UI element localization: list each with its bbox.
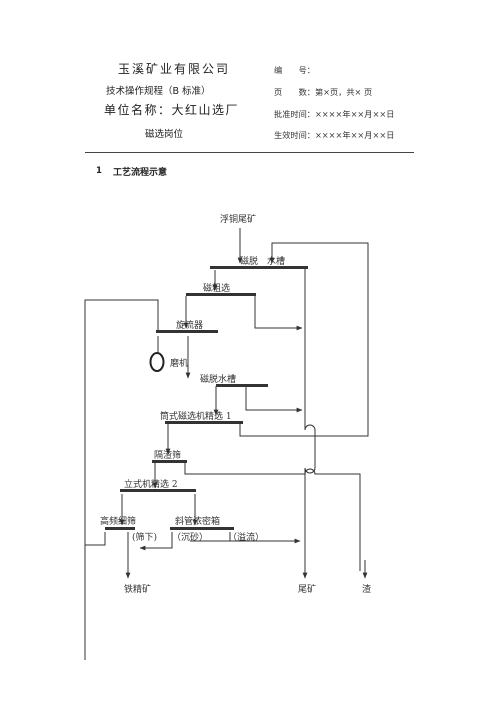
section-title: 工艺流程示意 — [113, 168, 168, 178]
effective-date: 生效时间：××××年××月××日 — [274, 130, 395, 140]
dewater2-label: 磁脱水槽 — [200, 373, 236, 385]
cyclone-bar — [156, 330, 218, 333]
trash-screen-label: 隔渣筛 — [154, 449, 181, 461]
undersize-label: (筛下) — [132, 531, 157, 543]
unit-name: 单位名称：大红山选厂 — [104, 103, 240, 117]
tailings-label: 尾矿 — [298, 583, 316, 595]
post-name: 磁选岗位 — [145, 129, 184, 140]
feed-label: 浮铜尾矿 — [220, 213, 256, 225]
tailings-line — [304, 268, 316, 576]
company-name: 玉溪矿业有限公司 — [118, 62, 231, 76]
overflow-label: （溢流） — [228, 531, 264, 543]
mill-label: 磨机 — [170, 357, 188, 369]
sand-label: （沉砂） — [172, 531, 208, 543]
dewater1-bar — [210, 266, 308, 269]
residue-label: 渣 — [362, 583, 371, 595]
mill-icon — [149, 352, 165, 372]
vertical-label: 立式机精选 2 — [124, 478, 178, 490]
rough-bar — [186, 293, 256, 296]
spec-title: 技术操作规程（B 标准） — [106, 86, 211, 97]
dewater2-bar — [216, 384, 268, 387]
document-number: 编 号： — [274, 65, 315, 75]
page-count: 页 数：第×页，共× 页 — [274, 87, 373, 97]
drum-label: 筒式磁选机精选 1 — [160, 410, 232, 422]
trash-screen-bar — [152, 460, 187, 463]
header-divider — [85, 152, 414, 153]
rough-label: 磁粗选 — [203, 282, 230, 294]
cyclone-label: 旋流器 — [176, 319, 203, 331]
section-number: 1 — [96, 166, 102, 176]
vertical-bar — [120, 489, 196, 492]
thickener-label: 斜管浓密箱 — [175, 515, 220, 527]
approval-date: 批准时间：××××年××月××日 — [274, 109, 395, 119]
thickener-bar — [170, 527, 234, 530]
concentrate-label: 铁精矿 — [124, 583, 151, 595]
fine-screen-bar — [105, 527, 135, 530]
drum-bar — [165, 421, 243, 424]
fine-screen-label: 高频细筛 — [100, 515, 136, 527]
return-line-to-dewater — [262, 242, 369, 437]
dewater1-label: 磁脱 水槽 — [240, 255, 285, 267]
